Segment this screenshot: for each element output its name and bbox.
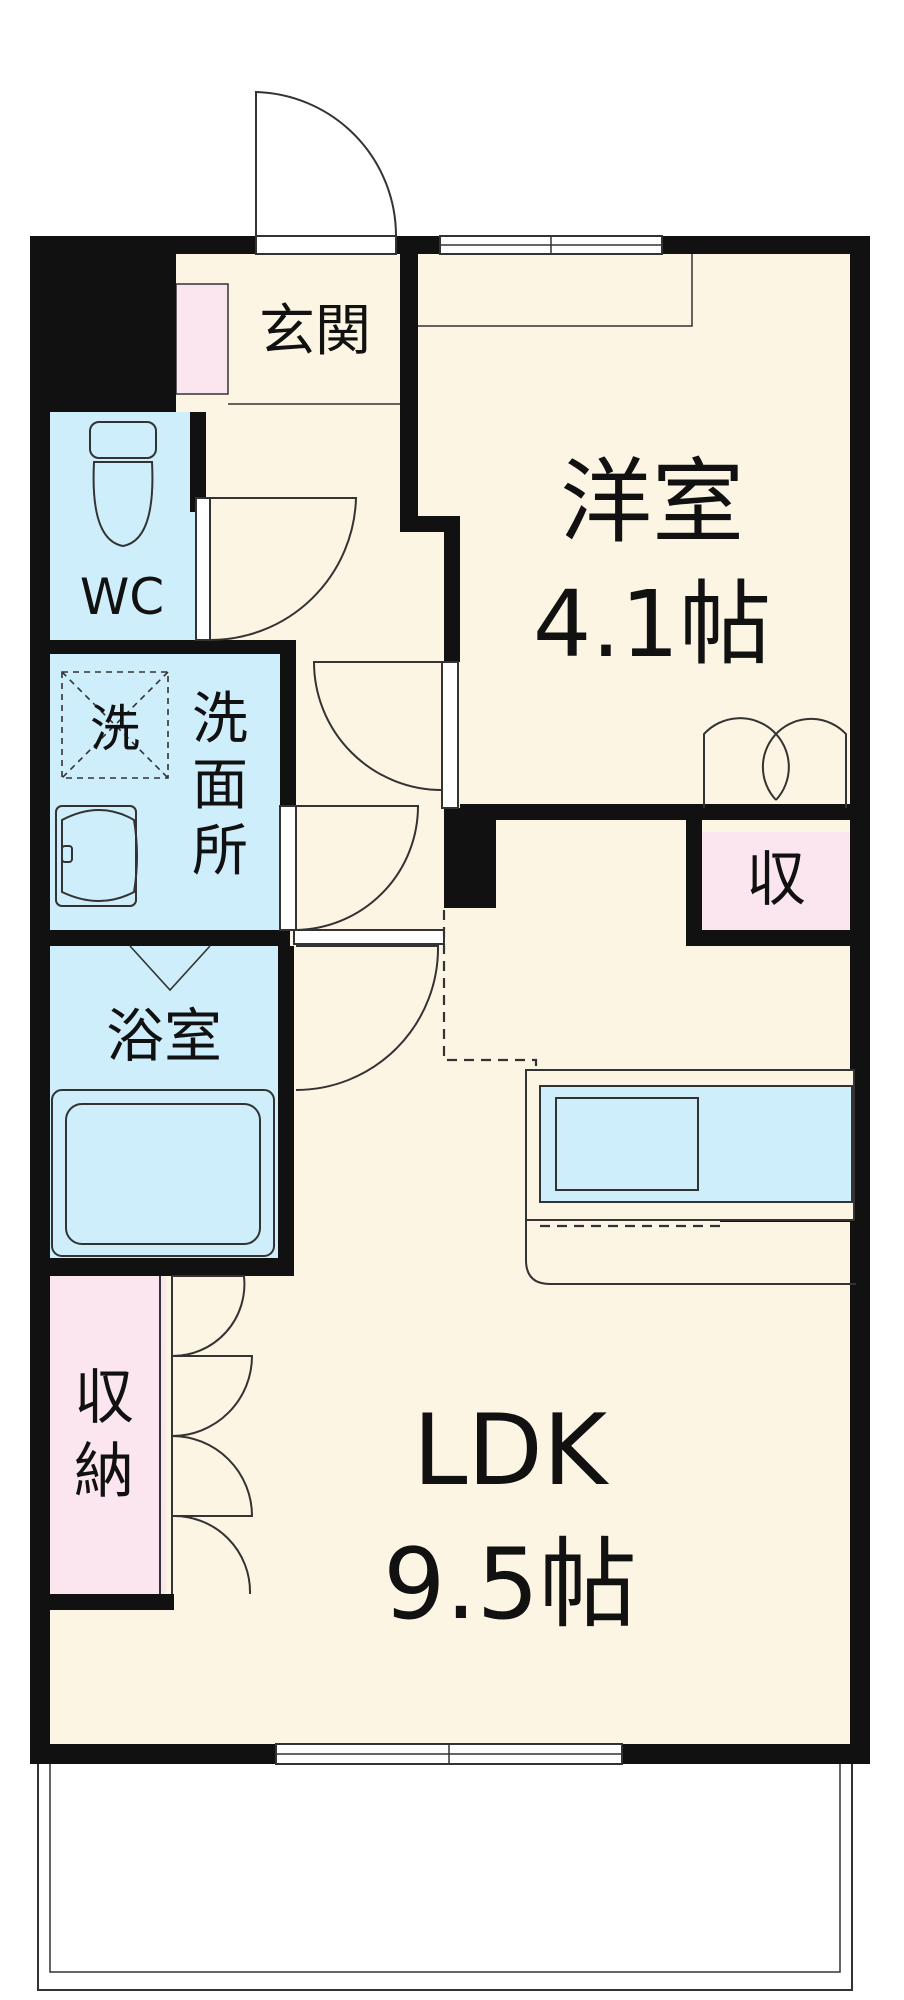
- western-room-name: 洋室: [560, 449, 744, 556]
- wall-washroom-right: [280, 640, 296, 810]
- wall-western-left-upper: [400, 244, 418, 530]
- western-door-swing-icon: [312, 661, 443, 791]
- doors: [159, 90, 847, 1595]
- wall-left-lower: [30, 1594, 50, 1764]
- wc-door-swing-icon: [209, 497, 358, 641]
- balcony-inner-line: [49, 1762, 841, 1973]
- closet-label: 収: [746, 845, 806, 915]
- wc-floor: [50, 412, 196, 640]
- wall-western-bottom: [460, 804, 850, 820]
- washing-machine-pan-icon: [61, 671, 169, 779]
- storage-label-1: 収: [74, 1363, 134, 1433]
- entrance-shoe-cabinet: [175, 283, 229, 395]
- column-center: [444, 808, 496, 908]
- fixtures: [51, 421, 856, 1285]
- balcony-railing: [37, 1762, 853, 1991]
- washbasin-icon: [55, 805, 138, 907]
- closet-door-right-icon: [761, 717, 847, 808]
- washroom-label-2: 面: [192, 753, 248, 818]
- washroom-floor: [50, 654, 280, 930]
- wall-storage-bottom: [50, 1594, 174, 1610]
- ldk-size: 9.5帖: [383, 1528, 637, 1642]
- washroom-label-1: 洗: [192, 687, 248, 752]
- wall-top-right: [662, 236, 870, 254]
- wc-door-frame: [195, 497, 211, 641]
- column-top-left: [30, 236, 176, 412]
- wash-fixture-label: 洗: [90, 700, 140, 758]
- toilet-icon: [89, 421, 157, 548]
- ldk-name: LDK: [413, 1394, 610, 1508]
- closet-floor: [702, 832, 850, 930]
- storage-door-2-icon: [171, 1355, 254, 1437]
- storage-door-3-icon: [171, 1435, 254, 1517]
- storage-door-1-icon: [171, 1275, 246, 1358]
- western-door-frame: [441, 661, 459, 809]
- washroom-door-frame: [279, 805, 297, 931]
- wc-label: WC: [80, 568, 164, 626]
- washroom-label-3: 所: [192, 819, 248, 884]
- wall-bath-right: [278, 946, 294, 1266]
- floor-fills: [30, 238, 856, 1748]
- wall-left: [30, 236, 50, 1614]
- wall-bath-bottom: [50, 1258, 294, 1276]
- entrance-label: 玄関: [259, 299, 371, 364]
- washroom-door-swing-icon: [295, 805, 420, 931]
- entrance-door-frame: [255, 235, 397, 255]
- storage-floor: [50, 1276, 166, 1594]
- wall-washroom-bottom: [50, 930, 290, 946]
- wall-wc-right: [190, 412, 206, 512]
- wall-bottom-right: [622, 1744, 870, 1764]
- bath-door-frame: [293, 929, 445, 945]
- kitchen-counter-icon: [525, 1069, 856, 1285]
- wall-western-left-lower: [444, 516, 460, 662]
- bath-floor: [50, 946, 280, 1258]
- storage-label-2: 納: [74, 1437, 134, 1507]
- entrance-door-swing-icon: [255, 90, 397, 237]
- wall-closet-left: [686, 804, 702, 946]
- western-room-size: 4.1帖: [533, 571, 771, 678]
- bathtub-icon: [51, 1089, 275, 1257]
- bath-label: 浴室: [106, 1002, 222, 1070]
- bath-door-swing-icon: [295, 945, 440, 1091]
- balcony: [37, 1762, 853, 1991]
- closet-door-left-icon: [703, 717, 790, 808]
- storage-door-4-icon: [171, 1514, 252, 1595]
- wall-wc-bottom: [50, 640, 290, 654]
- wall-bottom-left: [30, 1744, 276, 1764]
- walls: [30, 236, 870, 1764]
- wall-right: [850, 236, 870, 1764]
- labels: 玄関 洋室 4.1帖 WC 洗 洗 面 所 収 浴室 収 納 LDK 9.5帖: [74, 299, 806, 1642]
- wall-closet-bottom: [686, 930, 866, 946]
- windows: [275, 235, 663, 1765]
